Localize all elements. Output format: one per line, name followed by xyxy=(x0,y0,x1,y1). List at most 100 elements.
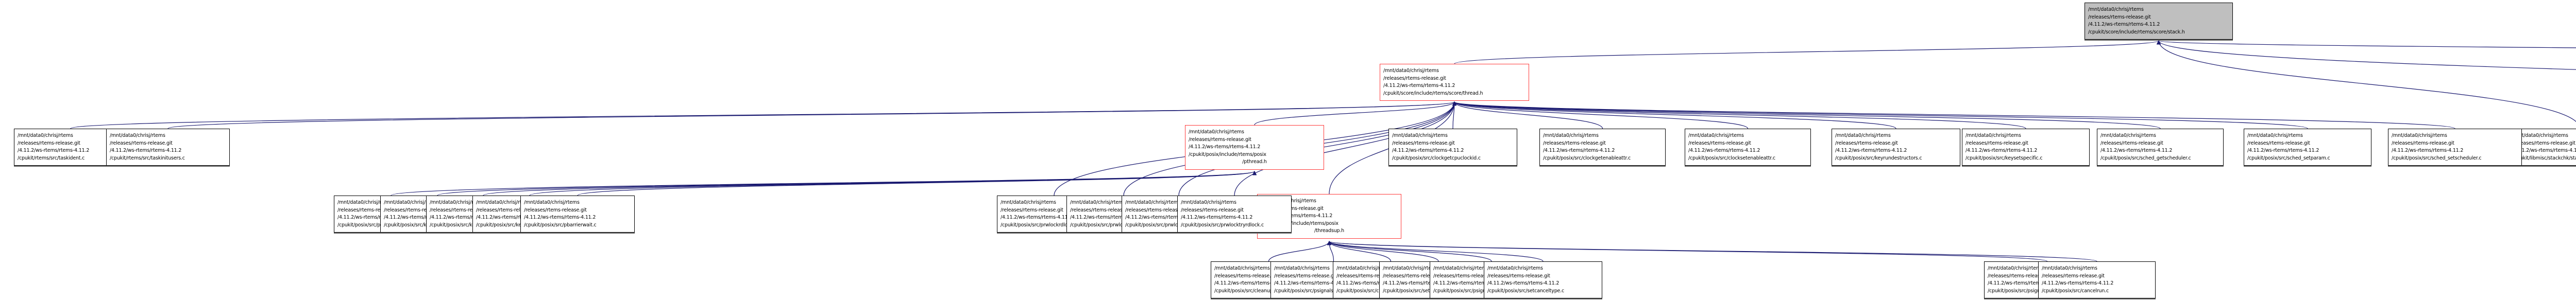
node-path-line: /pthread.h xyxy=(1242,159,1267,165)
node-path-line: /cpukit/posix/src/clocksetenableattr.c xyxy=(1688,155,1775,161)
node-path-line: /mnt/data0/chrisj/rtems xyxy=(1181,200,1236,205)
edge-clockgetenableattr-to-threadh xyxy=(1452,101,1603,129)
node-path-line: /cpukit/posix/src/prwlocktimedrdlock.c xyxy=(1070,222,1160,228)
node-path-line: /cpukit/posix/src/keysetspecific.c xyxy=(1965,155,2043,161)
node-path-line: /mnt/data0/chrisj/rtems xyxy=(1070,200,1126,205)
graph-node-setcanceltype[interactable]: /mnt/data0/chrisj/rtems/releases/rtems-r… xyxy=(1484,261,1602,298)
node-path-line: /4.11.2/ws-rtems/rtems-4.11.2 xyxy=(2100,148,2173,153)
node-path-line: /releases/rtems-release.git xyxy=(1214,273,1277,279)
node-path-line: /releases/rtems-release.git xyxy=(1688,140,1751,146)
graph-node-keyrundestructors[interactable]: /mnt/data0/chrisj/rtems/releases/rtems-r… xyxy=(1832,129,1960,166)
node-path-line: /releases/rtems-release.git xyxy=(1125,207,1188,213)
node-path-line: /mnt/data0/chrisj/rtems xyxy=(1487,265,1543,271)
node-path-line: /mnt/data0/chrisj/rtems xyxy=(2247,133,2303,138)
node-path-line: /releases/rtems-release.git xyxy=(1988,273,2050,279)
node-path-line: /4.11.2/ws-rtems/rtems-4.11.2 xyxy=(1336,280,1409,286)
node-path-line: /cpukit/posix/src/prwlockrdlock.c xyxy=(1001,222,1077,228)
node-path-line: /releases/rtems-release.git xyxy=(2042,273,2105,279)
node-path-line: /cpukit/posix/src/psignalclearsignals.c xyxy=(1988,288,2076,294)
node-path-line: /4.11.2/ws-rtems/rtems-4.11.2 xyxy=(384,215,456,220)
graph-node-sched_getscheduler[interactable]: /mnt/data0/chrisj/rtems/releases/rtems-r… xyxy=(2097,129,2224,166)
node-path-line: /4.11.2/ws-rtems/rtems-4.11.2 xyxy=(1214,280,1286,286)
node-path-line: /4.11.2/ws-rtems/rtems-4.11.2 xyxy=(1433,280,1505,286)
edge-setcanceltype-to-threadsuph xyxy=(1327,241,1544,262)
node-path-line: /cpukit/posix/src/pbarrierwait.c xyxy=(524,222,597,228)
node-path-line: /releases/rtems-release.git xyxy=(2247,140,2310,146)
edge-psignalclearsignals-to-threadsuph xyxy=(1327,241,2048,262)
node-path-line: /4.11.2/ws-rtems/rtems-4.11.2 xyxy=(2088,22,2160,27)
node-path-line: /mnt/data0/chrisj/rtems xyxy=(337,200,393,205)
node-path-line: /mnt/data0/chrisj/rtems xyxy=(430,200,485,205)
node-path-line: /mnt/data0/chrisj/rtems xyxy=(2392,133,2447,138)
node-path-line: /releases/rtems-release.git xyxy=(1487,273,1550,279)
node-path-line: /4.11.2/ws-rtems/rtems-4.11.2 xyxy=(2247,148,2319,153)
node-path-line: /4.11.2/ws-rtems/rtems-4.11.2 xyxy=(1261,213,1333,219)
node-path-line: /mnt/data0/chrisj/rtems xyxy=(2513,133,2568,138)
graph-node-prwlocktryrdlock[interactable]: /mnt/data0/chrisj/rtems/releases/rtems-r… xyxy=(1177,196,1292,233)
node-path-line: /4.11.2/ws-rtems/rtems-4.11.2 xyxy=(1835,148,1907,153)
graph-node-taskinitusers[interactable]: /mnt/data0/chrisj/rtems/releases/rtems-r… xyxy=(106,129,230,166)
node-path-line: /cpukit/rtems/src/taskinitusers.c xyxy=(110,155,185,161)
node-path-line: /4.11.2/ws-rtems/rtems-4.11.2 xyxy=(110,148,182,153)
node-path-line: /releases/rtems-release.git xyxy=(1070,207,1133,213)
node-path-line: /releases/rtems-release.git xyxy=(1181,207,1244,213)
graph-node-pbarrierwait[interactable]: /mnt/data0/chrisj/rtems/releases/rtems-r… xyxy=(520,196,635,233)
node-path-line: /cpukit/posix/src/psignalsetprocesssigna… xyxy=(1274,288,1377,294)
node-path-line: /mnt/data0/chrisj/rtems xyxy=(18,133,73,138)
edge-pbarrierwait-to-pthreadh xyxy=(577,171,1257,196)
graph-node-clockgetenableattr[interactable]: /mnt/data0/chrisj/rtems/releases/rtems-r… xyxy=(1539,129,1666,166)
node-path-line: /releases/rtems-release.git xyxy=(2392,140,2454,146)
node-path-line: /releases/rtems-release.git xyxy=(18,140,80,146)
node-path-line: /cpukit/posix/src/keycreate.c xyxy=(384,222,451,228)
node-path-line: /mnt/data0/chrisj/rtems xyxy=(2042,265,2097,271)
node-path-line: /cpukit/posix/src/cleanuppop.c xyxy=(1214,288,1286,294)
node-path-line: /cpukit/posix/src/clockgetcpuclockid.c xyxy=(1392,155,1481,161)
graph-node-threadh[interactable]: /mnt/data0/chrisj/rtems/releases/rtems-r… xyxy=(1380,64,1529,101)
node-path-line: /releases/rtems-release.git xyxy=(2100,140,2163,146)
node-path-line: /releases/rtems-release.git xyxy=(1001,207,1063,213)
graph-node-clockgetcpuclockid[interactable]: /mnt/data0/chrisj/rtems/releases/rtems-r… xyxy=(1388,129,1517,166)
node-path-line: /cpukit/posix/src/cancelrun.c xyxy=(2042,288,2109,294)
node-path-line: /4.11.2/ws-rtems/rtems-4.11.2 xyxy=(476,215,548,220)
node-path-line: /cpukit/posix/src/keygetspecific.c xyxy=(476,222,554,228)
graph-node-keysetspecific[interactable]: /mnt/data0/chrisj/rtems/releases/rtems-r… xyxy=(1962,129,2090,166)
node-path-line: /mnt/data0/chrisj/rtems xyxy=(1125,200,1181,205)
node-path-line: /cpukit/posix/src/setcancelstate.c xyxy=(1383,288,1461,294)
node-path-line: /mnt/data0/chrisj/rtems xyxy=(1383,68,1439,74)
node-path-line: /cpukit/posix/src/psignalchecksignal.c xyxy=(1433,288,1522,294)
node-path-line: /mnt/data0/chrisj/rtems xyxy=(1001,200,1056,205)
edge-stackchkh-to-root xyxy=(2156,40,2576,122)
node-path-line: /releases/rtems-release.git xyxy=(1383,75,1446,81)
edge-tasks-to-root xyxy=(2157,40,2576,48)
node-path-line: /cpukit/posix/include/rtems/posix xyxy=(1261,220,1338,226)
graph-node-pthreadh[interactable]: /mnt/data0/chrisj/rtems/releases/rtems-r… xyxy=(1185,125,1324,170)
graph-node-clocksetenableattr[interactable]: /mnt/data0/chrisj/rtems/releases/rtems-r… xyxy=(1685,129,1811,166)
node-path-line: /releases/rtems-release.git xyxy=(1274,273,1337,279)
node-path-line: /cpukit/posix/src/cleanuppush.c xyxy=(1336,288,1411,294)
edge-keysetspecific-to-threadh xyxy=(1452,101,2026,129)
node-path-line: /mnt/data0/chrisj/rtems xyxy=(1189,129,1244,135)
edge-stackimplh-to-root xyxy=(2157,40,2576,70)
node-path-line: /4.11.2/ws-rtems/rtems-4.11.2 xyxy=(1383,83,1455,88)
graph-node-root[interactable]: /mnt/data0/chrisj/rtems/releases/rtems-r… xyxy=(2084,3,2233,40)
node-path-line: /cpukit/posix/src/prwlocktryrdlock.c xyxy=(1181,222,1264,228)
graph-node-sched_setparam[interactable]: /mnt/data0/chrisj/rtems/releases/rtems-r… xyxy=(2244,129,2371,166)
graph-node-cancelrun[interactable]: /mnt/data0/chrisj/rtems/releases/rtems-r… xyxy=(2038,261,2156,298)
node-path-line: /mnt/data0/chrisj/rtems xyxy=(1274,265,1330,271)
edge-setcancelstate-to-threadsuph xyxy=(1327,241,1439,262)
edge-keyrundestructors-to-threadh xyxy=(1452,101,1896,129)
node-path-line: /releases/rtems-release.git xyxy=(384,207,447,213)
node-path-line: /4.11.2/ws-rtems/rtems-4.11.2 xyxy=(430,215,502,220)
node-path-line: /4.11.2/ws-rtems/rtems-4.11.2 xyxy=(1487,280,1560,286)
node-path-line: /cpukit/posix/src/keydelete.c xyxy=(430,222,497,228)
node-path-line: /releases/rtems-release.git xyxy=(1336,273,1399,279)
node-path-line: /cpukit/posix/src/keyrundestructors.c xyxy=(1835,155,1922,161)
graph-node-sched_setscheduler[interactable]: /mnt/data0/chrisj/rtems/releases/rtems-r… xyxy=(2388,129,2522,166)
node-path-line: /releases/rtems-release.git xyxy=(1835,140,1898,146)
edge-sched_getscheduler-to-threadh xyxy=(1452,101,2161,129)
node-path-line: /releases/rtems-release.git xyxy=(1965,140,2028,146)
node-path-line: /releases/rtems-release.git xyxy=(1433,273,1496,279)
node-path-line: /4.11.2/ws-rtems/rtems-4.11.2 xyxy=(1274,280,1346,286)
node-path-line: /mnt/data0/chrisj/rtems xyxy=(1433,265,1489,271)
